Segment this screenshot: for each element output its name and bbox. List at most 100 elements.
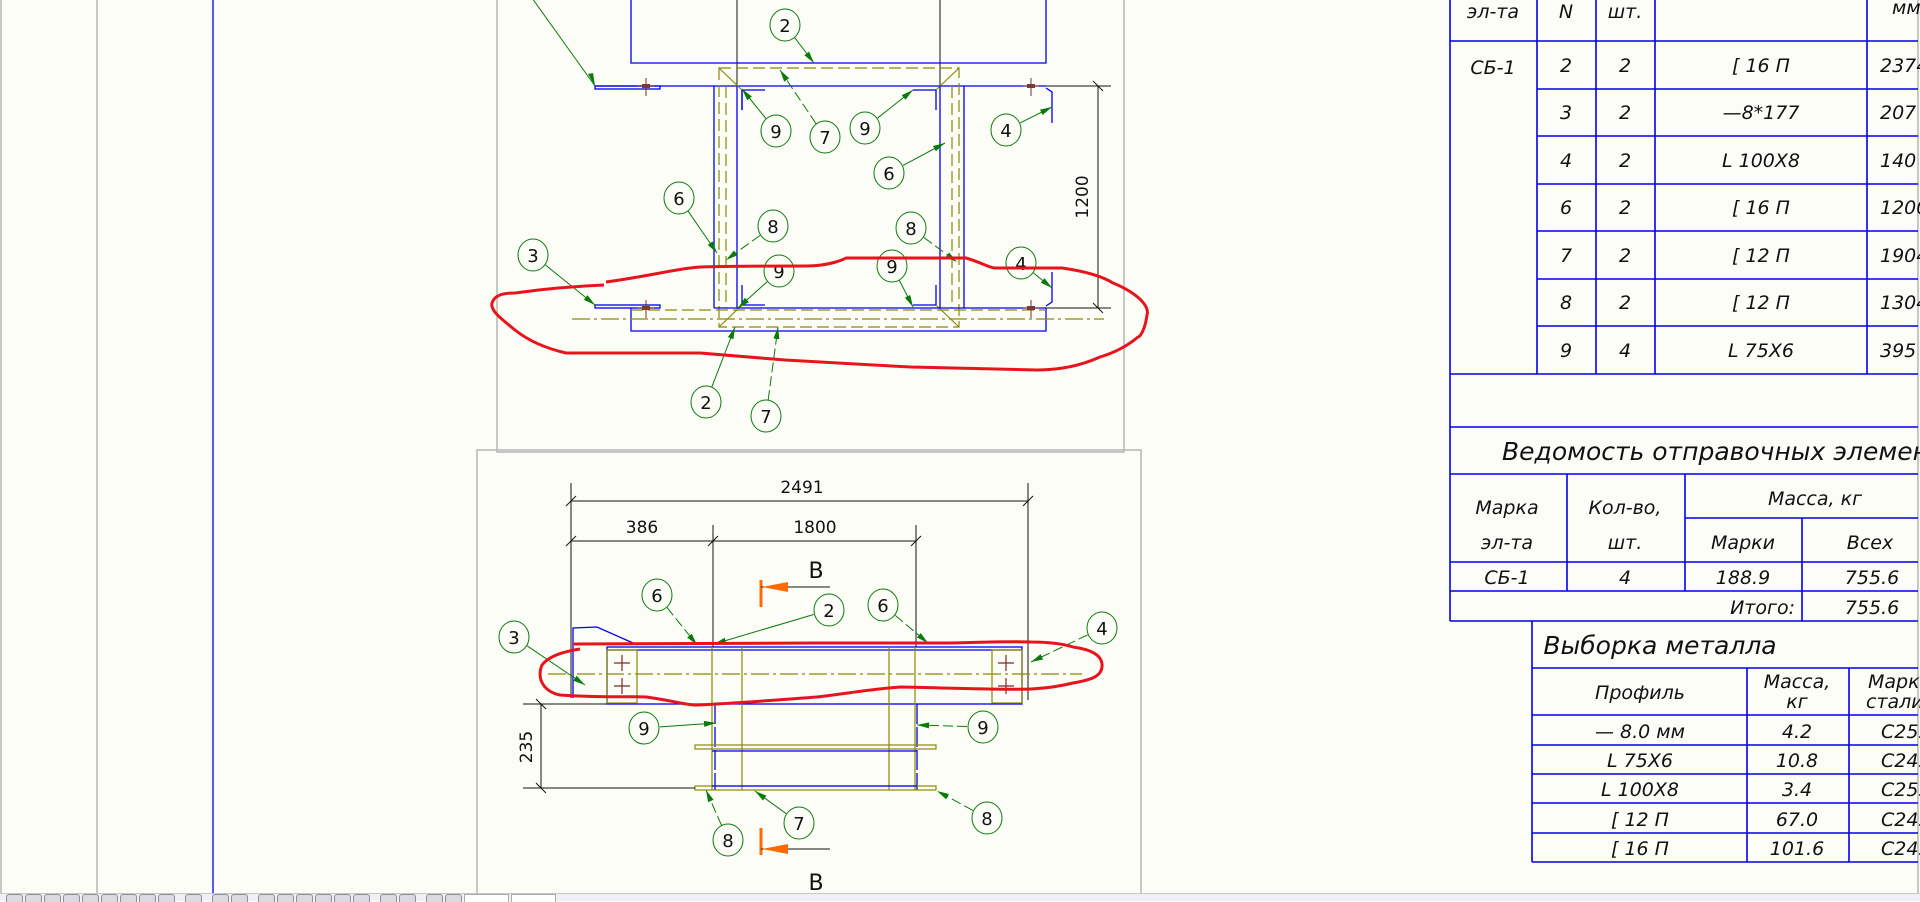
callout-balloon[interactable]: 9	[876, 249, 914, 308]
svg-text:СБ-1: СБ-1	[1484, 567, 1529, 589]
mass-cell: 4.2	[1782, 721, 1812, 743]
callout-balloon[interactable]: 7	[779, 69, 841, 154]
callout-balloon[interactable]: 2	[769, 8, 815, 64]
part-number: 3	[1560, 102, 1572, 124]
section-mark-bottom: В	[759, 828, 830, 896]
toolbar-button[interactable]	[158, 894, 175, 902]
toolbar-separator	[250, 894, 256, 901]
toolbar-button[interactable]	[212, 894, 229, 902]
callout-balloon[interactable]: 6	[641, 578, 698, 646]
balloon-circle	[967, 710, 999, 744]
balloon-circle	[1086, 611, 1118, 645]
profile-cell: — 8.0 мм	[1595, 721, 1685, 743]
callout-number: 7	[760, 407, 771, 428]
grade-cell: С255	[1881, 721, 1920, 743]
arrowhead-icon	[707, 241, 717, 253]
callout-balloon[interactable]: 7	[754, 790, 815, 840]
toolbar-button[interactable]	[44, 894, 61, 902]
toolbar-button[interactable]	[315, 894, 332, 902]
toolbar-button[interactable]	[6, 894, 23, 902]
table-row: [ 12 П67.0С245	[1611, 809, 1920, 831]
callout-balloon[interactable]: 9	[741, 88, 792, 148]
leader-line	[779, 69, 817, 124]
balloon-circle	[628, 711, 660, 745]
callout-balloon[interactable]: 7	[750, 326, 782, 433]
toolbar-button[interactable]	[380, 894, 397, 902]
dimension-386: 386 1800	[565, 518, 922, 547]
callout-balloon[interactable]: 4	[1005, 246, 1053, 289]
part-length: 1200	[1880, 197, 1920, 219]
toolbar-button[interactable]	[296, 894, 313, 902]
toolbar-button[interactable]	[231, 894, 248, 902]
callout-balloon[interactable]: 6	[873, 142, 946, 190]
callout-number: 2	[823, 601, 834, 622]
toolbar-button[interactable]	[277, 894, 294, 902]
svg-text:Ведомость отправочных элементо: Ведомость отправочных элементов	[1502, 437, 1920, 466]
arrowhead-icon	[933, 143, 945, 152]
toolbar-button[interactable]	[353, 894, 370, 902]
callout-number: 3	[508, 628, 519, 649]
metal-table: Выборка металла Профиль Масса, кг Марка …	[1531, 621, 1920, 863]
toolbar-button[interactable]	[426, 894, 443, 902]
toolbar-button[interactable]	[63, 894, 80, 902]
table-row: 22[ 16 П2374	[1560, 55, 1920, 77]
profile-cell: L 100X8	[1601, 779, 1679, 801]
callout-balloon[interactable]: 3	[517, 238, 596, 306]
callout-balloon[interactable]: 9	[628, 711, 717, 745]
callout-balloon[interactable]: 9	[916, 710, 999, 744]
toolbar-button[interactable]	[25, 894, 42, 902]
callout-balloon[interactable]: 9	[849, 89, 914, 145]
part-profile: [ 16 П	[1732, 55, 1790, 77]
callout-balloon[interactable]: 2	[713, 593, 845, 645]
callout-balloon[interactable]: 9	[737, 254, 795, 309]
callout-balloon[interactable]: 6	[867, 588, 929, 644]
bolt-icon	[614, 655, 1014, 694]
part-profile: [ 12 П	[1732, 292, 1790, 314]
svg-text:Кол-во,: Кол-во,	[1589, 497, 1662, 519]
callout-balloon[interactable]: 8	[936, 790, 1003, 835]
balloon-circle	[873, 156, 905, 190]
toolbar-button[interactable]	[258, 894, 275, 902]
callout-balloon[interactable]: 8	[705, 789, 744, 857]
svg-text:Масса,: Масса,	[1764, 671, 1831, 693]
balloon-circle	[712, 823, 744, 857]
part-qty: 2	[1619, 150, 1631, 172]
bottom-toolbar	[0, 893, 1920, 902]
toolbar-field[interactable]	[464, 894, 509, 902]
callout-balloon[interactable]: 2	[690, 326, 736, 419]
table-row: 62[ 16 П1200	[1560, 197, 1920, 219]
callout-balloon[interactable]: 4	[1030, 611, 1118, 663]
callout-number: 8	[722, 831, 733, 852]
mass-cell: 3.4	[1782, 779, 1812, 801]
toolbar-button[interactable]	[185, 894, 202, 902]
arrowhead-icon	[726, 250, 738, 260]
lower-view[interactable]: 2491 386 1800 235	[498, 478, 1118, 896]
svg-text:4: 4	[1619, 567, 1631, 589]
toolbar-button[interactable]	[399, 894, 416, 902]
leader-line	[916, 724, 968, 728]
balloon-circle	[783, 806, 815, 840]
callout-number: 9	[638, 719, 649, 740]
toolbar-button[interactable]	[101, 894, 118, 902]
markup-loop	[490, 256, 1149, 372]
toolbar-button[interactable]	[139, 894, 156, 902]
arrowhead-icon	[1040, 278, 1052, 288]
toolbar-button[interactable]	[334, 894, 351, 902]
callout-balloon[interactable]: 8	[725, 209, 789, 261]
toolbar-button[interactable]	[120, 894, 137, 902]
callout-balloon[interactable]: 6	[663, 181, 718, 254]
part-qty: 2	[1619, 292, 1631, 314]
callout-balloon[interactable]: 4	[990, 106, 1053, 147]
callout-number: 6	[877, 596, 888, 617]
toolbar-field[interactable]	[511, 894, 556, 902]
toolbar-button[interactable]	[445, 894, 462, 902]
callout-balloon[interactable]: 3	[498, 620, 586, 686]
toolbar-button[interactable]	[82, 894, 99, 902]
spec-table: эл-та N шт. мм СБ-1 22[ 16 П237432—8*177…	[1449, 0, 1920, 621]
callout-balloon[interactable]: 8	[895, 211, 958, 263]
balloon-circle	[849, 111, 881, 145]
leader-line	[1030, 634, 1088, 663]
